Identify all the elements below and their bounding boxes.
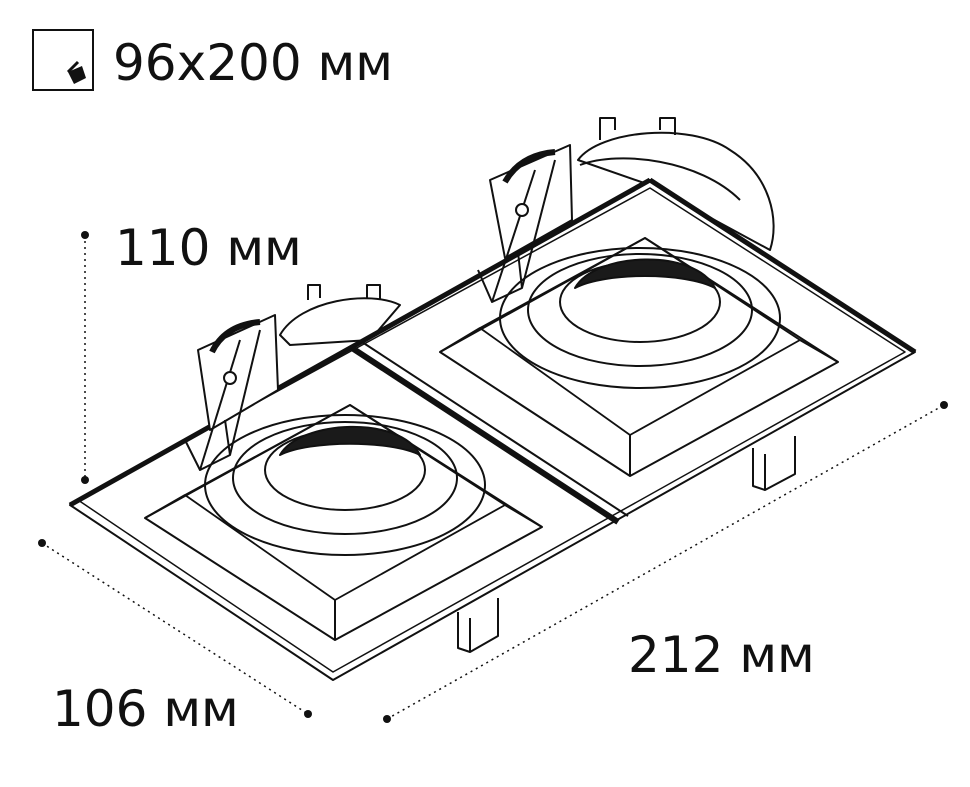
height-dimension: 110 мм [81, 219, 302, 484]
cutout-size-label: 96x200 мм [113, 34, 393, 92]
left-spring-clip [184, 314, 279, 471]
cutout-indicator: 96x200 мм [32, 29, 393, 92]
cutout-corner-icon [32, 29, 94, 91]
depth-dimension: 106 мм [38, 539, 312, 738]
back-housing-left [279, 284, 401, 346]
back-housing-right [577, 117, 775, 251]
right-spring-clip [477, 144, 573, 303]
length-label: 212 мм [628, 626, 815, 684]
right-cell [439, 237, 839, 477]
depth-label: 106 мм [52, 680, 239, 738]
height-label: 110 мм [115, 219, 302, 277]
frame-divider [350, 341, 629, 525]
fixture-drawing [68, 117, 917, 681]
bottom-clip-tabs [457, 436, 796, 653]
length-dimension: 212 мм [383, 401, 948, 723]
left-cell [144, 404, 543, 641]
